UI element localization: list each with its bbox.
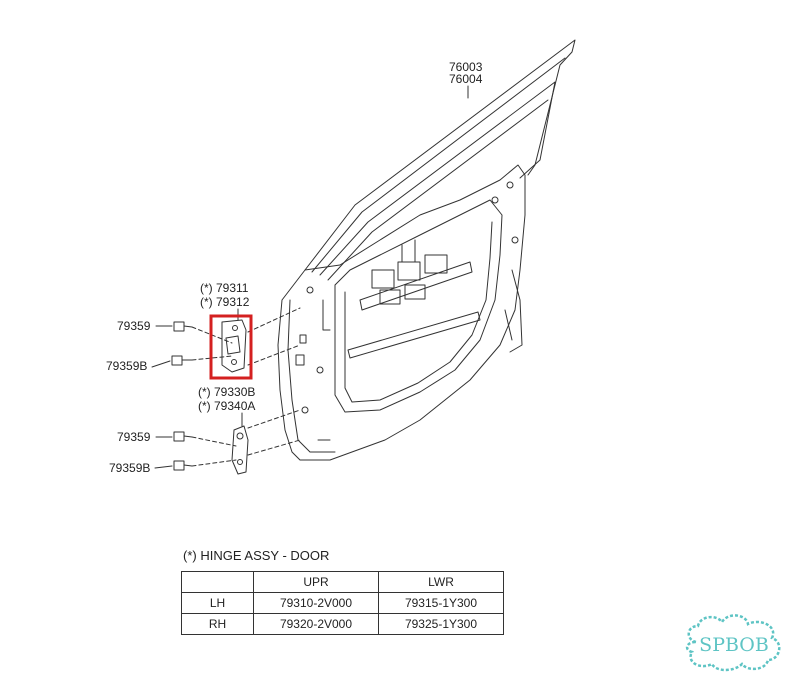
regulator-part-3 <box>424 254 448 274</box>
table-header-row: UPR LWR <box>181 571 504 593</box>
table-cell: RH <box>181 613 254 635</box>
bolt-upper-b <box>171 355 193 366</box>
window-frame-mid <box>311 57 566 273</box>
window-frame-outer <box>304 39 576 271</box>
door-inner-opening-2 <box>344 221 493 403</box>
label-79359-lower: 79359 <box>117 430 151 444</box>
label-79311: (*) 79311 <box>200 281 249 295</box>
label-79312: (*) 79312 <box>200 295 250 309</box>
table-cell: 79325-1Y300 <box>378 613 504 635</box>
table-title: (*) HINGE ASSY - DOOR <box>183 548 330 563</box>
logo-text: SPBOB <box>699 634 769 656</box>
regulator-part-5 <box>404 284 426 300</box>
regulator-rail <box>359 261 473 311</box>
upper-hinge-leader-2 <box>247 344 301 366</box>
regulator-bracket <box>401 239 416 263</box>
table-header-cell <box>181 571 254 593</box>
label-79359-upper: 79359 <box>117 319 151 333</box>
table-row: RH 79320-2V000 79325-1Y300 <box>181 613 504 635</box>
table-header-cell: UPR <box>253 571 379 593</box>
spbob-logo: SPBOB <box>685 614 781 672</box>
impact-beam <box>347 311 481 359</box>
label-79340a: (*) 79340A <box>198 399 256 413</box>
hinge-parts-table: UPR LWR LH 79310-2V000 79315-1Y300 RH 79… <box>181 571 504 635</box>
bolt-upper-a <box>173 321 193 332</box>
window-frame-inner <box>319 81 556 276</box>
lower-hinge-leader-2 <box>247 439 301 456</box>
regulator-part-2 <box>397 261 421 281</box>
label-79359b-upper: 79359B <box>106 359 148 373</box>
table-header-cell: LWR <box>378 571 504 593</box>
table-row: LH 79310-2V000 79315-1Y300 <box>181 592 504 614</box>
lower-hinge <box>231 425 249 475</box>
bolt-lower-b <box>173 460 193 471</box>
window-frame-inner-2 <box>327 99 549 281</box>
door-rear-edge <box>509 269 523 353</box>
door-outer-shell-2 <box>287 299 336 453</box>
door-outer-edge <box>277 164 526 461</box>
table-cell: 79310-2V000 <box>253 592 379 614</box>
upper-hinge-leader <box>247 307 301 333</box>
lower-hinge-leader <box>247 409 301 429</box>
regulator-part-1 <box>371 269 395 289</box>
label-79359b-lower: 79359B <box>109 461 151 475</box>
label-76004: 76004 <box>449 72 483 86</box>
label-79330b: (*) 79330B <box>198 385 256 399</box>
door-inner-opening <box>334 199 503 413</box>
label-76003: 76003 <box>449 60 483 74</box>
upper-hinge <box>221 319 247 373</box>
bolt-lower-a <box>173 431 193 442</box>
door-rear-edge-2 <box>504 309 513 341</box>
upper-hinge-highlight <box>209 314 253 380</box>
table-cell: LH <box>181 592 254 614</box>
table-cell: 79320-2V000 <box>253 613 379 635</box>
table-cell: 79315-1Y300 <box>378 592 504 614</box>
